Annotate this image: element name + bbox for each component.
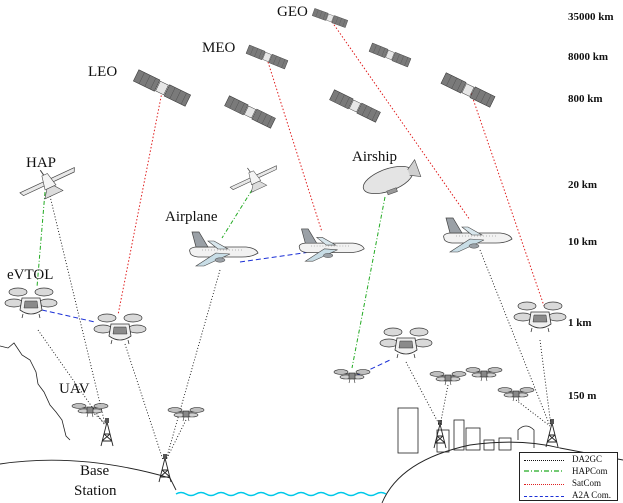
label-evtol: eVTOL: [7, 267, 54, 283]
altitude-label: 150 m: [568, 390, 597, 402]
satcom-leo-evtol: [117, 91, 163, 316]
legend-item-satcom: SatCom: [520, 478, 619, 489]
evtol-3-icon: [379, 327, 433, 359]
legend-item-da2gc: DA2GC: [520, 454, 619, 465]
uav-drone-6-icon: [497, 387, 535, 402]
tower-right-icon: [545, 418, 559, 448]
legend-label: HAPCom: [572, 466, 608, 476]
hapcom-hap-airplane: [221, 189, 253, 239]
legend-label: DA2GC: [572, 454, 603, 464]
legend: DA2GC HAPCom SatCom A2A Com.: [519, 452, 618, 501]
leo-satellite-4-icon: [440, 72, 496, 108]
terrain: [0, 342, 623, 503]
label-airplane: Airplane: [165, 209, 218, 225]
label-hap: HAP: [26, 155, 57, 171]
label-base-station-line1: Base: [80, 463, 110, 479]
label-geo: GEO: [277, 4, 308, 20]
altitude-label: 35000 km: [568, 11, 614, 23]
water: [175, 491, 387, 497]
label-leo: LEO: [88, 64, 118, 80]
altitude-label: 10 km: [568, 236, 598, 248]
legend-swatch: [524, 460, 564, 461]
hapcom-airship-uav: [351, 196, 386, 369]
altitude-label: 8000 km: [568, 51, 609, 63]
city-skyline: [397, 407, 535, 454]
evtol-icon: [4, 287, 58, 319]
a2a-uav-evtol: [355, 359, 391, 377]
left-ground: [0, 459, 177, 491]
satcom-leo-evtol-right: [469, 89, 545, 307]
label-base-station-line2: Station: [74, 483, 117, 499]
satcom-meo-airplane: [267, 61, 323, 233]
evtol-4-icon: [513, 301, 567, 333]
label-airship: Airship: [352, 149, 397, 165]
hapcom-hap-evtol: [36, 191, 46, 288]
uav-drone-3-icon: [333, 369, 371, 384]
hap-aircraft-2-icon: [225, 156, 283, 200]
uav-drone-4-icon: [429, 371, 467, 386]
right-ground: [381, 441, 623, 503]
legend-item-a2a: A2A Com.: [520, 490, 619, 501]
legend-item-hapcom: HAPCom: [520, 466, 619, 477]
legend-swatch: [524, 496, 564, 497]
leo-satellite-2-icon: [224, 95, 276, 129]
tower-city-icon: [433, 419, 447, 449]
a2a-evtol-evtol: [41, 309, 96, 323]
altitude-label: 800 km: [568, 93, 603, 105]
legend-swatch: [524, 470, 564, 472]
airplane-icon: [189, 231, 259, 267]
uav-drone-2-icon: [167, 407, 205, 422]
evtol-2-icon: [93, 313, 147, 345]
leo-satellite-icon: [133, 69, 191, 107]
legend-label: SatCom: [572, 478, 602, 488]
label-meo: MEO: [202, 40, 236, 56]
left-cliff: [0, 342, 71, 441]
airplane-3-icon: [443, 217, 513, 253]
a2a-airplane-airplane: [239, 251, 311, 263]
altitude-label: 1 km: [568, 317, 592, 329]
geo-satellite-icon: [311, 8, 349, 28]
legend-label: A2A Com.: [572, 490, 612, 500]
uav-drone-5-icon: [465, 367, 503, 382]
label-uav: UAV: [59, 381, 90, 397]
satcom-geo-airplane: [329, 18, 471, 221]
leo-satellite-3-icon: [329, 89, 381, 123]
airship-icon: [362, 159, 422, 196]
meo-satellite-2-icon: [368, 42, 412, 68]
altitude-label: 20 km: [568, 179, 598, 191]
tower-left-icon: [100, 417, 114, 447]
legend-swatch: [524, 484, 564, 485]
airplane-2-icon: [298, 228, 365, 262]
meo-satellite-icon: [245, 44, 289, 70]
